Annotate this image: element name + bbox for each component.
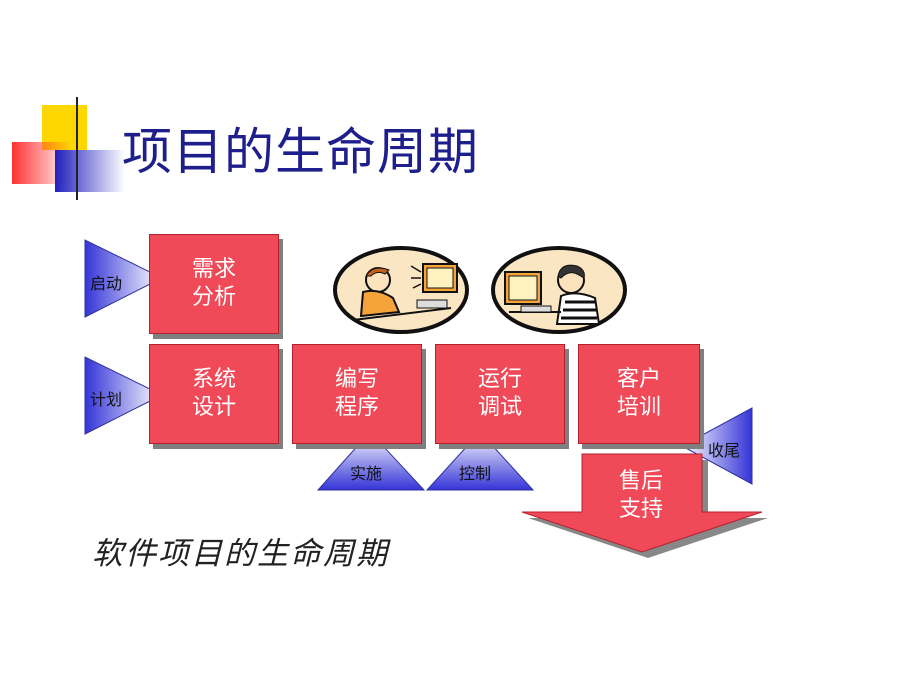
- page-title: 项目的生命周期: [122, 123, 479, 181]
- phase-training-line2: 培训: [616, 395, 661, 420]
- phase-design: 系统 设计: [149, 344, 279, 444]
- implement-triangle: [316, 431, 426, 491]
- phase-support: 售后 支持: [582, 468, 700, 524]
- phase-testing-line2: 调试: [477, 395, 522, 420]
- phase-testing: 运行 调试: [435, 344, 565, 444]
- phase-coding: 编写 程序: [292, 344, 422, 444]
- phase-design-line2: 设计: [191, 395, 236, 420]
- plan-triangle: [84, 356, 164, 435]
- clipart-person-computer-1: [333, 246, 469, 334]
- phase-coding-line1: 编写: [334, 367, 379, 392]
- phase-training-line1: 客户: [616, 367, 661, 392]
- phase-training: 客户 培训: [578, 344, 700, 444]
- close-label: 收尾: [708, 441, 741, 460]
- support-arrow: [521, 453, 763, 553]
- implement-label: 实施: [350, 464, 383, 483]
- close-triangle: [680, 407, 753, 485]
- diagram-caption: 软件项目的生命周期: [92, 536, 389, 572]
- phase-support-line2: 支持: [618, 497, 663, 522]
- control-triangle: [425, 431, 535, 491]
- start-triangle: [84, 239, 164, 318]
- plan-label: 计划: [90, 390, 123, 409]
- phase-testing-line1: 运行: [477, 367, 522, 392]
- phase-requirements: 需求 分析: [149, 234, 279, 334]
- phase-support-line1: 售后: [618, 469, 663, 494]
- clipart-person-computer-2: [491, 246, 627, 334]
- phase-design-line1: 系统: [191, 367, 236, 392]
- phase-requirements-line2: 分析: [191, 285, 236, 310]
- phase-coding-line2: 程序: [334, 395, 379, 420]
- start-label: 启动: [90, 274, 123, 293]
- control-label: 控制: [459, 464, 492, 483]
- phase-requirements-line1: 需求: [191, 257, 236, 282]
